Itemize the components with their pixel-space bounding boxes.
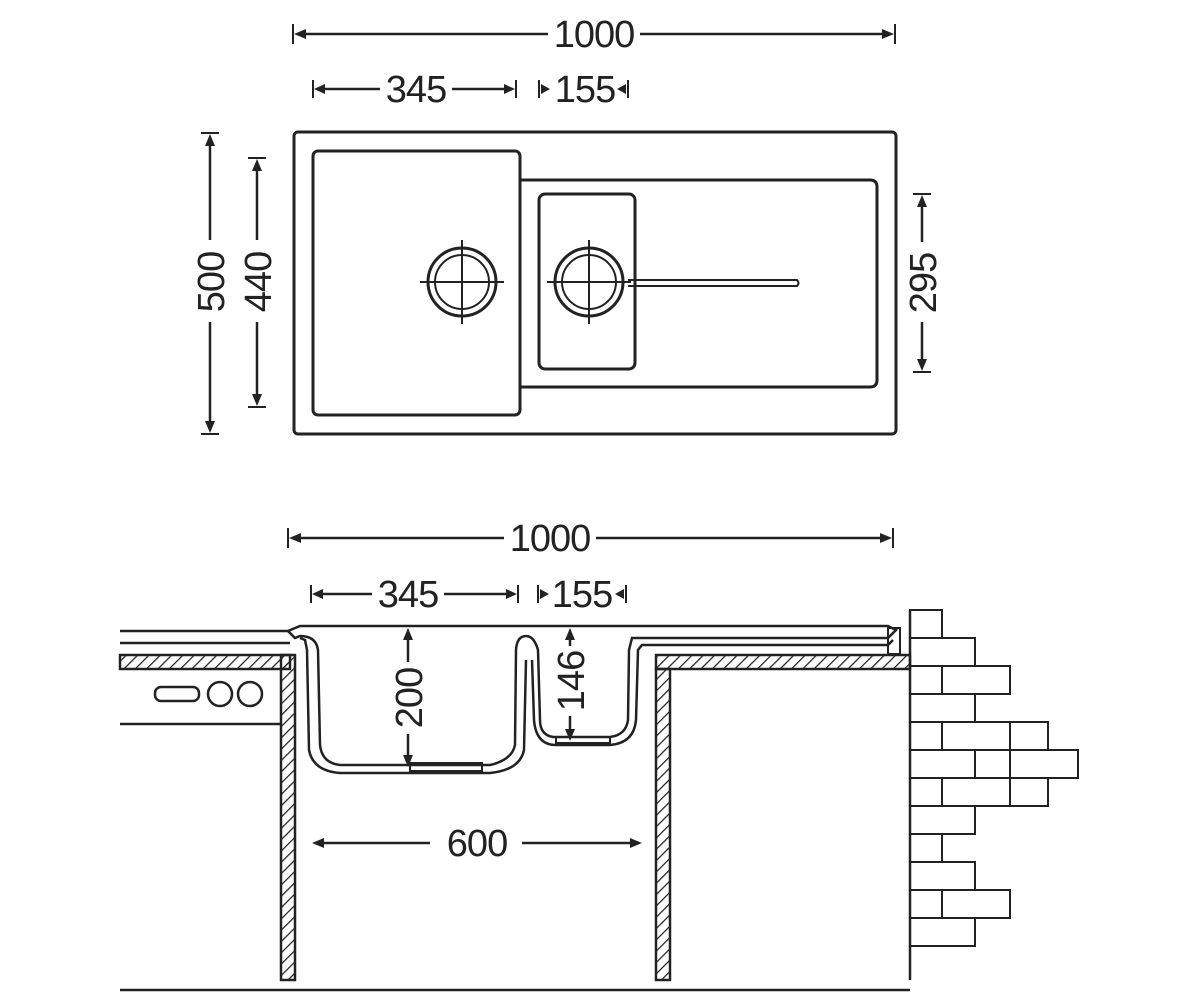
dimension-overall-depth: 500 [191,132,233,435]
appliance-knob-icon [236,680,264,708]
small-bowl [537,192,637,371]
section-dimension-overall-width: 1000 [287,518,894,560]
drainer-area [520,178,879,389]
brick-wall [908,609,1079,980]
small-drain-outlet [555,736,611,744]
small-drain-icon [547,240,631,324]
small-bowl-height-label: 146 [551,651,593,711]
sink-profile [285,624,899,767]
section-overall-width-label: 1000 [510,518,591,560]
appliance-display [153,685,201,703]
section-view: 1000 345 155 [118,518,1079,992]
top-view: 1000 345 155 500 [191,14,945,436]
appliance-knob-icon [206,680,234,708]
main-bowl-height-label: 200 [389,668,431,728]
dimension-overall-width: 1000 [292,14,896,56]
small-bowl-depth-label: 295 [903,253,945,313]
dimension-small-bowl-height: 146 [551,628,593,741]
bowl-depth-label: 440 [238,252,280,312]
countertop-right [654,653,912,671]
section-dimension-main-bowl-width: 345 [310,574,519,616]
section-dimension-small-bowl-width: 155 [537,574,627,616]
cabinet-width-label: 600 [447,823,507,865]
cabinet-wall-right [654,667,672,982]
section-main-bowl-width-label: 345 [378,574,438,616]
overall-width-label: 1000 [554,14,635,56]
main-drain-icon [420,240,504,324]
dimension-main-bowl-height: 200 [389,628,431,767]
small-bowl-width-label: 155 [555,69,615,111]
main-bowl-width-label: 345 [386,69,446,111]
dimension-bowl-depth: 440 [238,157,280,408]
main-drain-outlet [409,762,483,772]
overflow-channel [628,279,800,287]
overall-depth-label: 500 [191,252,233,312]
dimension-small-bowl-depth: 295 [903,193,945,373]
dimension-cabinet-width: 600 [312,823,642,865]
cabinet-wall-left [279,653,297,982]
sink-outline [292,130,898,436]
section-small-bowl-width-label: 155 [552,574,612,616]
sink-edge-clip [887,627,901,655]
main-bowl [311,149,522,417]
dimension-small-bowl-width: 155 [538,69,629,111]
dimension-main-bowl-width: 345 [312,69,517,111]
countertop-left [118,629,292,726]
